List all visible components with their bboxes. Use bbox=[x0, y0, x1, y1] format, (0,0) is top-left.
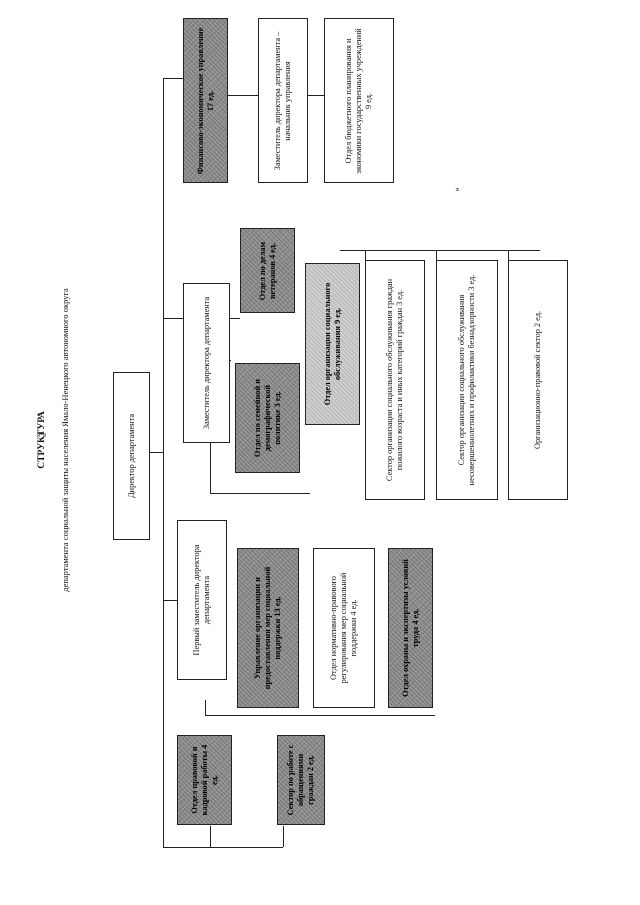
connector-sectors bbox=[340, 250, 540, 251]
connector-finance-chain-1 bbox=[228, 95, 258, 96]
org-legal-label: Организационно-правовой сектор 2 ед. bbox=[533, 310, 542, 450]
legal-hr-label: Отдел правовой и кадровой работы 4 ед. bbox=[189, 744, 219, 816]
deputy-label: Заместитель директора департамента bbox=[201, 296, 211, 430]
connector-sector-3 bbox=[508, 250, 509, 260]
normative-label: Отдел нормативно-правового регулирования… bbox=[329, 572, 358, 684]
connector-finance bbox=[163, 78, 183, 79]
box-appeals: Сектор по работе с обращениями граждан 2… bbox=[277, 735, 325, 825]
box-social-service: Отдел организации социального обслуживан… bbox=[305, 263, 360, 425]
box-legal-hr: Отдел правовой и кадровой работы 4 ед. bbox=[177, 735, 232, 825]
connector-appeals bbox=[283, 826, 284, 847]
connector-first-deputy bbox=[163, 600, 177, 601]
connector-sector-2 bbox=[436, 250, 437, 260]
labor-label: Отдел охраны и экспертизы условий труда … bbox=[400, 559, 420, 697]
elderly-label: Сектор организации социального обслужива… bbox=[385, 278, 404, 482]
appeals-label: Сектор по работе с обращениями граждан 2… bbox=[286, 744, 315, 816]
stray-mark: » bbox=[452, 187, 462, 192]
box-deputy-head: Заместитель директора департамента – нач… bbox=[258, 18, 308, 183]
connector-director-trunk bbox=[150, 452, 164, 453]
box-social-support: Управление организации и предоставления … bbox=[237, 548, 299, 708]
connector-deputy bbox=[163, 318, 183, 319]
box-elderly: Сектор организации социального обслужива… bbox=[365, 260, 425, 500]
first-deputy-label: Первый заместитель директора департамент… bbox=[192, 544, 211, 656]
connector-family bbox=[230, 360, 231, 361]
director-label: Директор департамента bbox=[126, 414, 136, 498]
box-normative: Отдел нормативно-правового регулирования… bbox=[313, 548, 375, 708]
budget-label: Отдел бюджетного планирования и экономик… bbox=[344, 27, 373, 174]
deputy-head-label: Заместитель директора департамента – нач… bbox=[273, 31, 292, 170]
finance-label: Финансово-экономическое управление 17 ед… bbox=[195, 27, 215, 174]
box-labor: Отдел охраны и экспертизы условий труда … bbox=[388, 548, 433, 708]
box-family: Отдел по семейной и демографической поли… bbox=[235, 363, 300, 473]
chart-subtitle: департамента социальной защиты населения… bbox=[60, 288, 70, 592]
family-label: Отдел по семейной и демографической поли… bbox=[252, 378, 282, 458]
connector-veterans bbox=[230, 318, 231, 319]
minors-label: Сектор организации социального обслужива… bbox=[457, 274, 476, 486]
box-veterans: Отдел по делам ветеранов 4 ед. bbox=[240, 228, 295, 313]
connector-bottom bbox=[163, 847, 283, 848]
veterans-label: Отдел по делам ветеранов 4 ед. bbox=[257, 241, 277, 300]
connector-sector-1 bbox=[365, 250, 366, 260]
connector-first-deputy-stub bbox=[205, 700, 206, 715]
box-director: Директор департамента bbox=[113, 372, 150, 540]
chart-title: СТРУКТУРА bbox=[37, 411, 47, 469]
box-deputy: Заместитель директора департамента bbox=[183, 283, 230, 443]
social-support-label: Управление организации и предоставления … bbox=[253, 566, 282, 690]
social-service-label: Отдел организации социального обслуживан… bbox=[322, 282, 342, 406]
box-first-deputy: Первый заместитель директора департамент… bbox=[177, 520, 227, 680]
box-finance: Финансово-экономическое управление 17 ед… bbox=[183, 18, 228, 183]
connector-finance-chain-2 bbox=[308, 95, 324, 96]
connector-deputy-bottom bbox=[210, 493, 310, 494]
connector-legal-hr bbox=[210, 826, 211, 847]
connector-deputy-right bbox=[230, 318, 240, 319]
box-minors: Сектор организации социального обслужива… bbox=[436, 260, 498, 500]
connector-main-vertical bbox=[163, 78, 164, 848]
box-org-legal: Организационно-правовой сектор 2 ед. bbox=[508, 260, 568, 500]
connector-first-deputy-bottom bbox=[205, 715, 435, 716]
box-budget: Отдел бюджетного планирования и экономик… bbox=[324, 18, 394, 183]
